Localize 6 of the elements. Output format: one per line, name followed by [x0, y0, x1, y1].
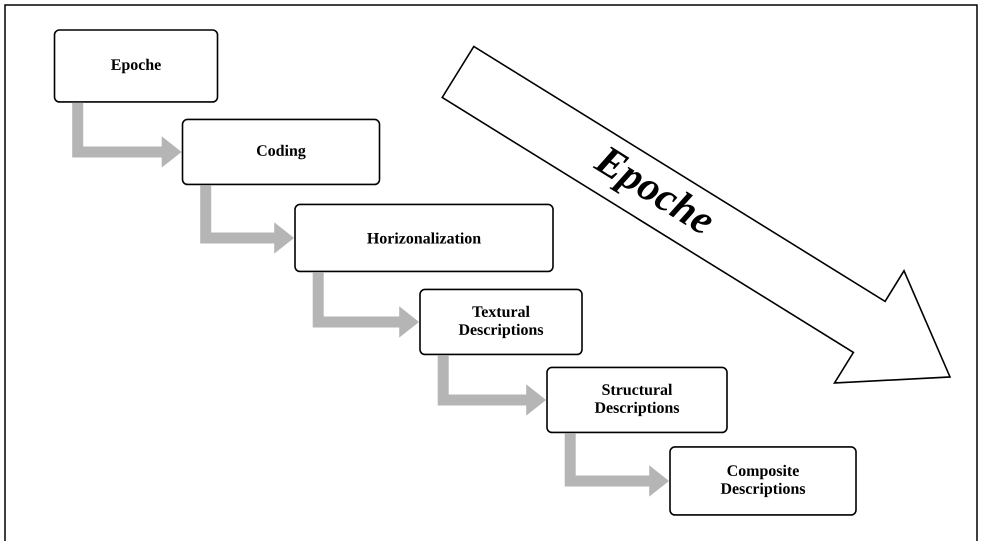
step-box: Structural Descriptions	[546, 366, 728, 434]
step-box: Textural Descriptions	[419, 288, 583, 356]
step-box: Coding	[182, 118, 380, 186]
step-box: Epoche	[54, 29, 218, 103]
step-box: Horizonalization	[294, 204, 554, 272]
step-box: Composite Descriptions	[669, 446, 857, 516]
